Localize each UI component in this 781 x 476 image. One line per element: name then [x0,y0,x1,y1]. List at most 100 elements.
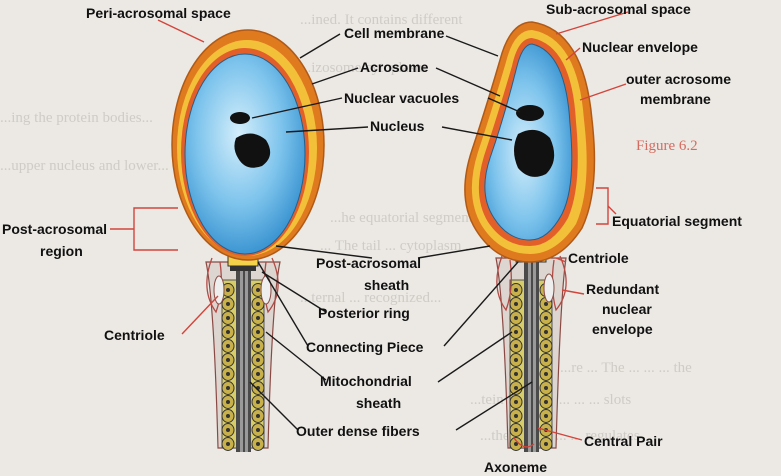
right-outer-dense-fiber [528,258,531,452]
mitochondrion-core [226,386,230,390]
label-connecting-piece: Connecting Piece [306,339,424,355]
bracket-equatorial-segment [596,187,617,225]
label-redundant-nuclear-envelope: Redundant [586,281,659,297]
leader-vacuole-left [251,97,343,119]
mitochondrion-core [514,414,518,418]
mitochondrion-core [544,414,548,418]
mitochondrion-core [226,302,230,306]
leader-connecting-piece-right [443,261,519,347]
label-peri-acrosomal-space: Peri-acrosomal space [86,5,231,21]
mitochondrion-core [226,372,230,376]
left-mitochondria [221,283,265,451]
leader-outer-dense-fibers-right [455,381,533,431]
figure-ref: Figure 6.2 [636,138,698,154]
left-tail [205,253,281,452]
bg-text-line: ...re ... The ... ... ... the [560,360,692,376]
bracket-post-acrosomal-region [110,207,178,251]
leader-lines [110,11,629,448]
leader-redundant-envelope [561,289,585,295]
mitochondrion-core [544,442,548,446]
leader-peri-acrosomal [157,19,205,43]
left-centriole [213,275,225,305]
mitochondrion-core [544,316,548,320]
right-centriole [543,273,555,303]
leader-nuclear-envelope [565,47,581,61]
mitochondrion-core [256,400,260,404]
leader-post-acrosomal-sheath-right [417,245,491,259]
left-chromatin [234,133,271,168]
mitochondrion-core [226,358,230,362]
leader-nucleus-right [441,126,513,141]
label-post-acrosomal-sheath: Post-acrosomal [316,255,421,271]
mitochondrion-core [226,344,230,348]
left-axoneme [236,262,251,452]
label-mitochondrial-sheath: Mitochondrial [320,373,412,389]
leader-vacuole-right [487,97,521,113]
label-outer-acrosome-membrane: membrane [640,91,711,107]
right-redundant-envelope [496,255,512,312]
leader-cell-membrane-right [445,35,499,57]
label-equatorial-segment: Equatorial segment [612,213,742,229]
mitochondrion-core [514,442,518,446]
leader-post-acrosomal-sheath [275,245,373,259]
leader-posterior-ring [261,271,327,313]
leader-cell-membrane [299,33,341,59]
label-post-acrosomal-region: Post-acrosomal [2,221,107,237]
mitochondrion-core [256,428,260,432]
mitochondrion-core [256,288,260,292]
mitochondrion-core [544,302,548,306]
bg-text-line: ...ternal ... recognized... [300,290,441,306]
label-centriole-right: Centriole [568,250,629,266]
leader-acrosome [311,67,359,85]
leader-outer-dense-fibers [249,381,299,431]
mitochondrion-core [226,414,230,418]
mitochondrion-core [514,330,518,334]
mitochondrion-core [256,358,260,362]
mitochondrion-core [544,330,548,334]
right-chromatin [514,129,555,177]
background-page-text: ...ined. It contains different ...izosom… [0,12,698,444]
mitochondrion-core [514,386,518,390]
mitochondrion-core [226,288,230,292]
label-centriole-left: Centriole [104,327,165,343]
mitochondrion-core [544,372,548,376]
label-post-acrosomal-region: region [40,243,83,259]
mitochondrion-core [544,358,548,362]
bg-text-line: ...ined. It contains different [300,12,463,28]
label-nuclear-vacuoles: Nuclear vacuoles [344,90,459,106]
leader-centriole-right [555,257,567,263]
mitochondrion-core [256,372,260,376]
label-nucleus: Nucleus [370,118,425,134]
mitochondrion-core [544,386,548,390]
bg-text-line: ...izosome cytoplasm [300,60,427,76]
mitochondrion-core [514,358,518,362]
bg-text-line: ...ing the protein bodies... [0,110,153,126]
right-outer-dense-fiber [533,258,536,452]
sperm-side-view [464,21,596,452]
label-post-acrosomal-sheath: sheath [364,277,409,293]
right-tail [495,249,567,452]
label-acrosome: Acrosome [360,59,429,75]
label-redundant-nuclear-envelope: nuclear [602,301,652,317]
mitochondrion-core [514,400,518,404]
bg-text-line: ...upper nucleus and lower... [0,158,169,174]
label-central-pair: Central Pair [584,433,663,449]
right-redundant-envelope [551,255,567,312]
right-axoneme [524,258,539,452]
mitochondrion-core [226,330,230,334]
leader-acrosome-right [435,67,501,97]
label-outer-acrosome-membrane: outer acrosome [626,71,731,87]
leader-sub-acrosomal [555,11,629,35]
mitochondrion-core [256,330,260,334]
mitochondrion-core [514,302,518,306]
mitochondrion-core [544,344,548,348]
bg-text-line: ...he equatorial segment [330,210,474,226]
left-posterior-ring [230,266,256,271]
leader-nucleus-left [285,126,369,133]
mitochondrion-core [514,344,518,348]
mitochondrion-core [514,288,518,292]
leader-connecting-piece [257,261,309,347]
label-mitochondrial-sheath: sheath [356,395,401,411]
